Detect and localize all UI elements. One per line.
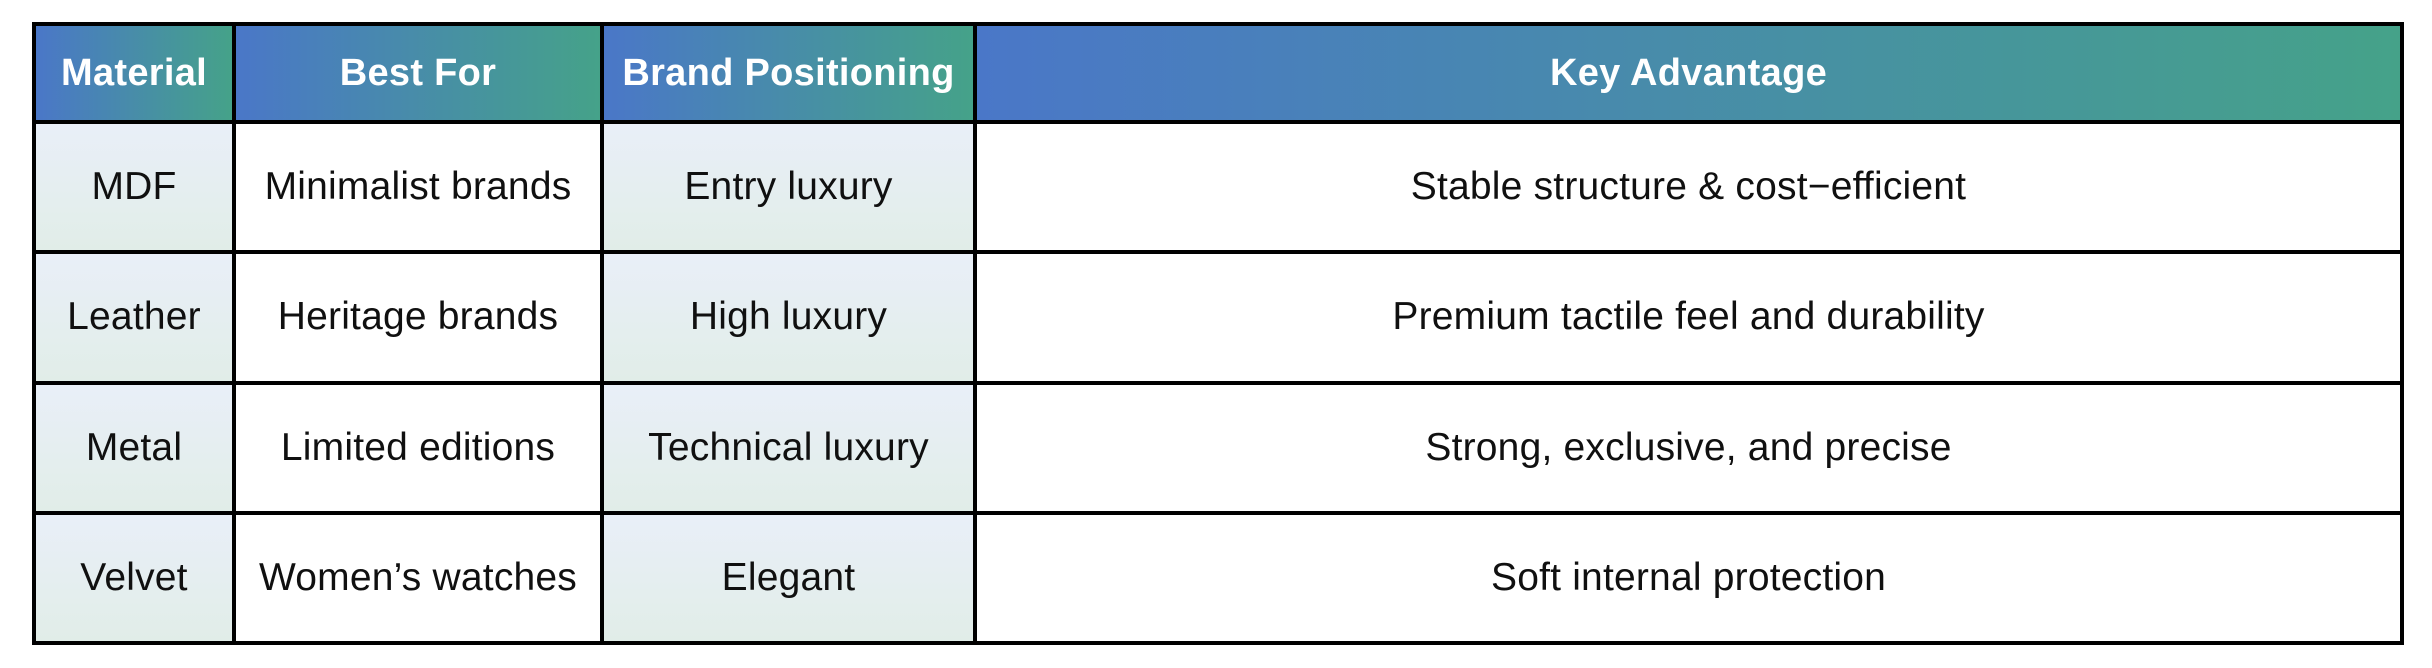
cell-brand-positioning: Entry luxury bbox=[600, 119, 977, 255]
cell-key-advantage-text: Strong, exclusive, and precise bbox=[1425, 425, 1952, 469]
table-row: Metal Limited editions Technical luxury … bbox=[32, 380, 2404, 515]
table-row: Velvet Women’s watches Elegant Soft inte… bbox=[32, 510, 2404, 646]
cell-key-advantage-text: Soft internal protection bbox=[1490, 555, 1887, 599]
cell-brand-positioning-text: High luxury bbox=[689, 295, 888, 339]
cell-material-text: Metal bbox=[85, 425, 183, 469]
cell-brand-positioning-text: Technical luxury bbox=[648, 425, 929, 469]
cell-best-for-text: Limited editions bbox=[280, 425, 556, 469]
cell-material: MDF bbox=[32, 119, 236, 255]
cell-material: Velvet bbox=[32, 510, 236, 646]
comparison-table-container: Material Best For Brand Positioning Key … bbox=[32, 22, 2404, 646]
table-row: MDF Minimalist brands Entry luxury Stabl… bbox=[32, 119, 2404, 255]
column-header-best-for: Best For bbox=[232, 22, 604, 124]
cell-material-text: Leather bbox=[67, 295, 201, 339]
cell-material: Metal bbox=[32, 380, 236, 515]
table-header-row: Material Best For Brand Positioning Key … bbox=[32, 22, 2404, 124]
cell-key-advantage: Premium tactile feel and durability bbox=[973, 250, 2404, 385]
cell-material: Leather bbox=[32, 250, 236, 385]
cell-best-for-text: Women’s watches bbox=[258, 555, 578, 599]
column-header-key-advantage-label: Key Advantage bbox=[1549, 51, 1828, 94]
table-row: Leather Heritage brands High luxury Prem… bbox=[32, 250, 2404, 385]
table-header: Material Best For Brand Positioning Key … bbox=[32, 22, 2404, 124]
cell-best-for-text: Minimalist brands bbox=[264, 165, 572, 209]
cell-best-for: Minimalist brands bbox=[232, 119, 604, 255]
column-header-brand-positioning-label: Brand Positioning bbox=[622, 51, 955, 94]
cell-key-advantage: Stable structure & cost−efficient bbox=[973, 119, 2404, 255]
column-header-key-advantage: Key Advantage bbox=[973, 22, 2404, 124]
material-comparison-table: Material Best For Brand Positioning Key … bbox=[32, 22, 2404, 646]
cell-brand-positioning: High luxury bbox=[600, 250, 977, 385]
cell-brand-positioning-text: Elegant bbox=[721, 555, 856, 599]
cell-best-for-text: Heritage brands bbox=[277, 295, 559, 339]
cell-brand-positioning-text: Entry luxury bbox=[684, 165, 893, 209]
cell-key-advantage-text: Stable structure & cost−efficient bbox=[1410, 165, 1967, 209]
column-header-best-for-label: Best For bbox=[339, 51, 497, 94]
cell-best-for: Heritage brands bbox=[232, 250, 604, 385]
column-header-material: Material bbox=[32, 22, 236, 124]
cell-material-text: MDF bbox=[91, 165, 177, 209]
cell-key-advantage: Strong, exclusive, and precise bbox=[973, 380, 2404, 515]
cell-key-advantage-text: Premium tactile feel and durability bbox=[1392, 295, 1985, 339]
cell-key-advantage: Soft internal protection bbox=[973, 510, 2404, 646]
cell-best-for: Women’s watches bbox=[232, 510, 604, 646]
column-header-material-label: Material bbox=[60, 51, 207, 94]
cell-brand-positioning: Elegant bbox=[600, 510, 977, 646]
table-body: MDF Minimalist brands Entry luxury Stabl… bbox=[32, 119, 2404, 646]
cell-best-for: Limited editions bbox=[232, 380, 604, 515]
cell-material-text: Velvet bbox=[80, 555, 188, 599]
column-header-brand-positioning: Brand Positioning bbox=[600, 22, 977, 124]
cell-brand-positioning: Technical luxury bbox=[600, 380, 977, 515]
